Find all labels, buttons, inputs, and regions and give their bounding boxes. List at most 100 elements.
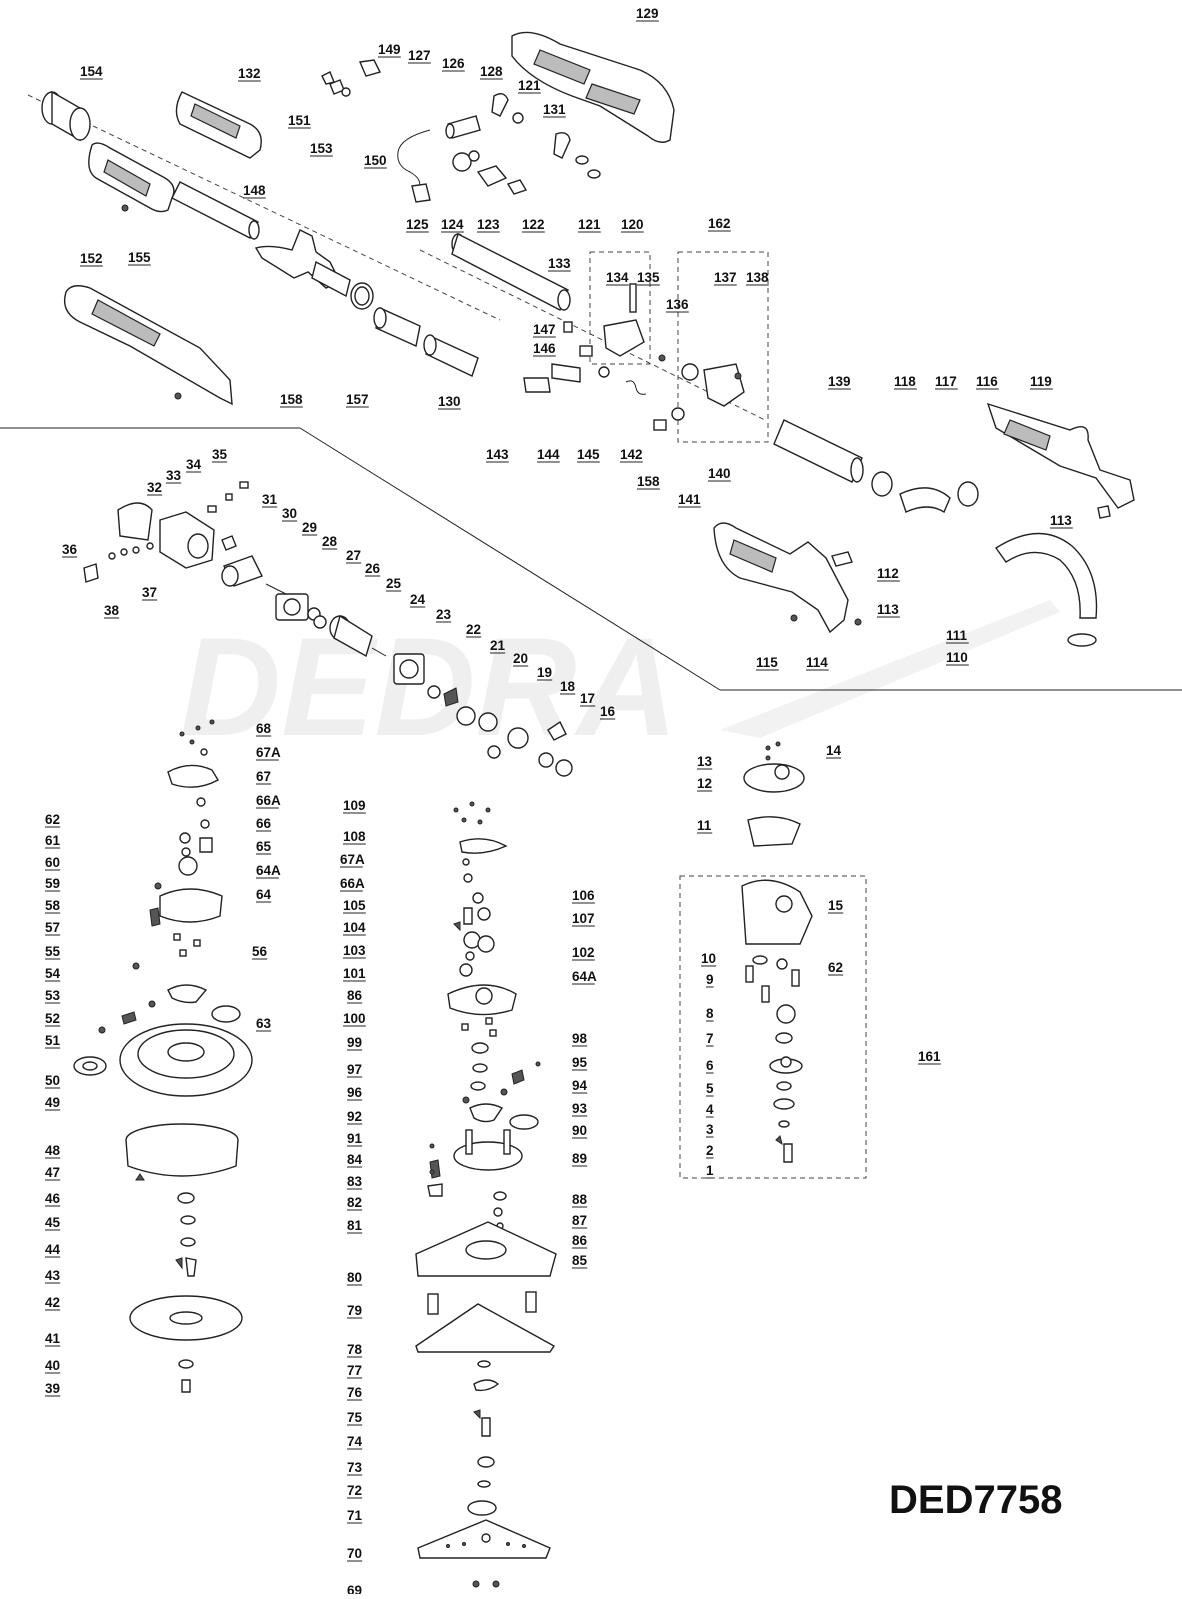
callout-label: 13 (697, 754, 713, 769)
part-76 (473, 1379, 500, 1392)
callout-label: 89 (572, 1151, 587, 1166)
motor-assembly (83, 481, 573, 777)
callout-label: 109 (343, 798, 366, 813)
callout-label: 28 (322, 534, 338, 549)
callout-label: 100 (343, 1011, 366, 1026)
part-42 (185, 1257, 197, 1277)
part-59 (154, 882, 162, 890)
part-75 (473, 1409, 481, 1420)
callout-label: 91 (347, 1131, 363, 1146)
callout-label: 64 (256, 887, 272, 902)
callout-label: 5 (706, 1081, 714, 1096)
part-6 (769, 1056, 803, 1074)
part-9c (761, 985, 770, 1003)
callout-label: 12 (697, 776, 712, 791)
callout-label: 151 (288, 113, 311, 128)
part-58 (159, 888, 223, 923)
part-96 (470, 1081, 486, 1091)
part-67A-center (462, 858, 470, 866)
part-131 (512, 112, 524, 124)
callout-label: 129 (636, 6, 659, 21)
callout-label: 63 (256, 1016, 272, 1031)
callout-label: 64A (256, 863, 281, 878)
callout-label: 38 (104, 603, 120, 618)
callout-label: 146 (533, 341, 556, 356)
callout-label: 72 (347, 1483, 362, 1498)
callout-label: 131 (543, 102, 566, 117)
callout-label: 117 (935, 374, 957, 389)
callout-label: 121 (518, 78, 541, 93)
callout-label: 60 (45, 855, 60, 870)
callout-label: 19 (537, 665, 552, 680)
parts-33-35 (207, 481, 249, 513)
callout-label: 9 (706, 972, 714, 987)
callout-label: 44 (45, 1242, 61, 1257)
dedra-watermark: DEDRA (180, 608, 678, 765)
callout-label: 144 (537, 447, 560, 462)
part-148 (171, 181, 260, 240)
part-40 (178, 1359, 194, 1369)
callout-label: 97 (347, 1062, 362, 1077)
callout-label: 87 (572, 1213, 587, 1228)
callout-label: 3 (706, 1122, 714, 1137)
triangle-pad-assembly (415, 801, 557, 1588)
part-9b (791, 969, 800, 987)
part-143 (523, 377, 551, 393)
callout-label: 162 (708, 216, 731, 231)
part-135 (629, 283, 637, 313)
callout-label: 67 (256, 769, 271, 784)
parts-68 (179, 719, 215, 745)
callout-label: 14 (826, 743, 842, 758)
part-13a (765, 745, 771, 751)
callout-label: 88 (572, 1192, 588, 1207)
right-gear-assembly (679, 741, 867, 1179)
part-120 (575, 155, 601, 179)
callout-label: 84 (347, 1152, 363, 1167)
callout-label: 137 (714, 270, 737, 285)
callout-label: 69 (347, 1583, 362, 1594)
part-5 (776, 1081, 792, 1091)
part-128 (445, 115, 481, 139)
callout-label: 45 (45, 1215, 61, 1230)
part-124 (452, 150, 480, 172)
part-23 (329, 614, 387, 658)
part-39 (181, 1379, 191, 1393)
part-110 (1067, 633, 1097, 647)
part-118 (871, 471, 893, 497)
callout-label: 152 (80, 251, 103, 266)
round-pad-assembly (73, 719, 253, 1393)
part-79-left (427, 1293, 439, 1315)
part-138 (703, 363, 745, 407)
callout-label: 66A (256, 793, 281, 808)
callout-label: 135 (637, 270, 660, 285)
callout-label: 71 (347, 1508, 363, 1523)
part-63 (211, 1005, 241, 1023)
callout-label: 125 (406, 217, 429, 232)
part-54 (167, 984, 208, 1004)
callout-label: 73 (347, 1460, 363, 1475)
part-113-top (1097, 505, 1111, 519)
callout-label: 70 (347, 1546, 362, 1561)
part-158 (254, 229, 351, 298)
callout-label: 11 (697, 818, 712, 833)
part-92 (462, 1096, 470, 1104)
part-53 (148, 1000, 156, 1008)
callout-label: 67A (340, 852, 365, 867)
callout-label: 124 (441, 217, 464, 232)
callout-label: 112 (877, 566, 899, 581)
part-100 (447, 984, 517, 1016)
part-101 (459, 963, 473, 977)
callout-label: 79 (347, 1303, 362, 1318)
part-67A (200, 748, 208, 756)
group-box-161 (679, 875, 867, 1179)
part-82 (429, 1159, 441, 1179)
callout-label: 43 (45, 1268, 61, 1283)
callout-label: 143 (486, 447, 509, 462)
part-108 (459, 838, 508, 854)
callout-label: 158 (280, 392, 303, 407)
callout-label: 93 (572, 1101, 588, 1116)
part-4 (773, 1098, 795, 1110)
callout-label: 7 (706, 1031, 714, 1046)
callout-label: 115 (756, 655, 778, 670)
